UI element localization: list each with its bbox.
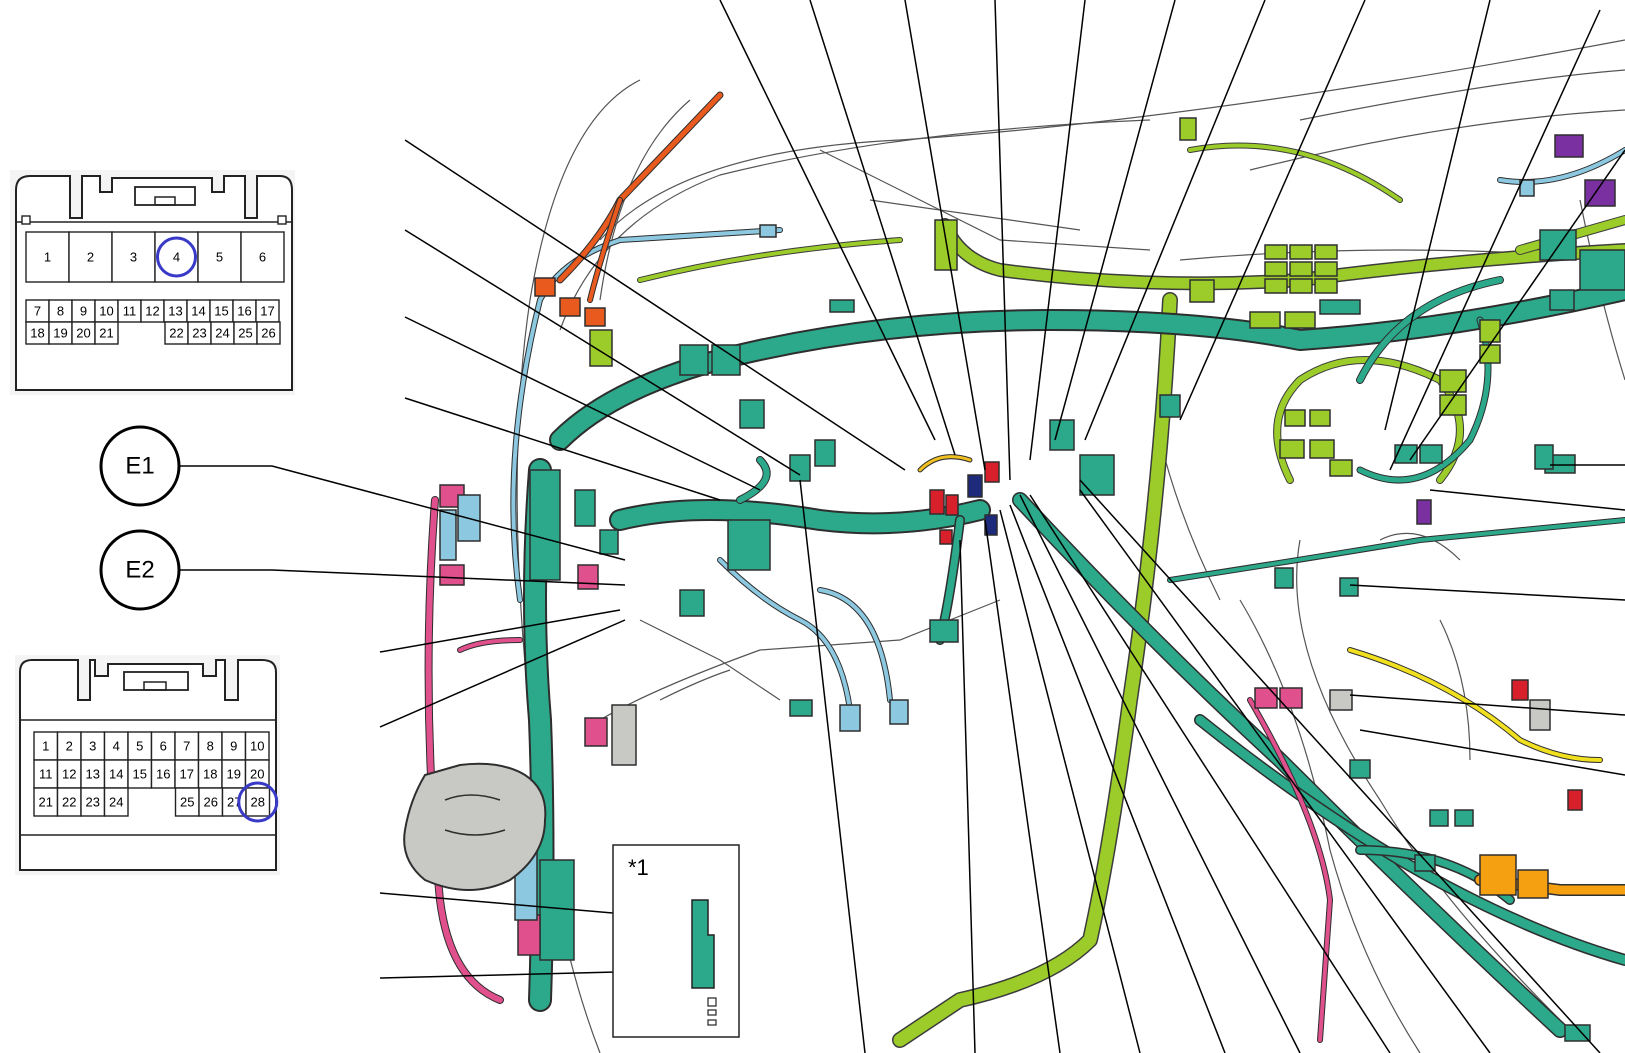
- callout-e2: E2: [99, 529, 181, 611]
- pin-number: 26: [204, 795, 218, 810]
- yellow-harness: [917, 454, 1603, 763]
- pin-number: 25: [180, 795, 194, 810]
- pin-number: 21: [99, 326, 113, 341]
- pin-number: 17: [180, 767, 194, 782]
- pin-number: 23: [86, 795, 100, 810]
- pin-number: 11: [39, 767, 53, 782]
- pin-number: 1: [44, 250, 51, 265]
- pin-number: 15: [133, 767, 147, 782]
- harness-connectors: [439, 117, 1625, 1042]
- pin-number: 9: [230, 739, 237, 754]
- pin-number: 22: [169, 326, 183, 341]
- pin-number: 15: [214, 304, 228, 319]
- pin-number: 2: [66, 739, 73, 754]
- pin-number: 1: [42, 739, 49, 754]
- pin-cell: [94, 321, 119, 345]
- pin-number: 6: [259, 250, 266, 265]
- pin-number: 24: [109, 795, 123, 810]
- inset-note-label: *1: [628, 855, 649, 880]
- pin-number: 28: [251, 795, 265, 810]
- connector-b-highlight-ring: [237, 781, 279, 823]
- pin-cell: [256, 321, 281, 345]
- pin-number: 10: [250, 739, 264, 754]
- inset-detail-box: *1: [612, 844, 740, 1038]
- pin-number: 21: [39, 795, 53, 810]
- pin-number: 14: [109, 767, 123, 782]
- pin-number: 19: [227, 767, 241, 782]
- pin-number: 16: [156, 767, 170, 782]
- pin-number: 17: [260, 304, 274, 319]
- pin-number: 22: [62, 795, 76, 810]
- pin-cell: [25, 231, 70, 283]
- pin-number: 7: [183, 739, 190, 754]
- callout-e1-label: E1: [125, 453, 154, 480]
- pin-number: 12: [62, 767, 76, 782]
- pin-number: 11: [123, 304, 137, 319]
- pin-number: 12: [145, 304, 159, 319]
- pin-number: 9: [80, 304, 87, 319]
- pin-number: 23: [192, 326, 206, 341]
- pin-number: 5: [216, 250, 223, 265]
- connector-a-highlight-ring: [156, 236, 197, 278]
- pin-number: 14: [191, 304, 205, 319]
- pin-cell: [154, 231, 199, 283]
- pin-number: 13: [168, 304, 182, 319]
- pin-number: 3: [89, 739, 96, 754]
- pin-cell: [68, 231, 113, 283]
- pin-cell: [240, 231, 285, 283]
- pin-number: 8: [207, 739, 214, 754]
- pin-number: 16: [237, 304, 251, 319]
- pin-number: 6: [160, 739, 167, 754]
- pin-number: 26: [261, 326, 275, 341]
- pin-number: 8: [57, 304, 64, 319]
- pin-number: 20: [76, 326, 90, 341]
- pin-cell: [103, 787, 129, 817]
- pin-number: 4: [173, 250, 180, 265]
- pin-number: 7: [34, 304, 41, 319]
- pin-number: 2: [87, 250, 94, 265]
- callout-e2-label: E2: [125, 557, 154, 584]
- pin-number: 24: [215, 326, 229, 341]
- callout-e1: E1: [99, 425, 181, 507]
- pin-cell: [111, 231, 156, 283]
- pin-number: 18: [30, 326, 44, 341]
- pin-number: 4: [113, 739, 120, 754]
- ecu-bracket: [403, 762, 547, 891]
- pin-number: 13: [86, 767, 100, 782]
- pin-number: 20: [250, 767, 264, 782]
- pin-number: 3: [130, 250, 137, 265]
- pin-cell: [245, 787, 271, 817]
- pin-number: 10: [99, 304, 113, 319]
- pin-number: 18: [203, 767, 217, 782]
- pin-number: 25: [238, 326, 252, 341]
- pin-number: 5: [136, 739, 143, 754]
- pin-number: 19: [53, 326, 67, 341]
